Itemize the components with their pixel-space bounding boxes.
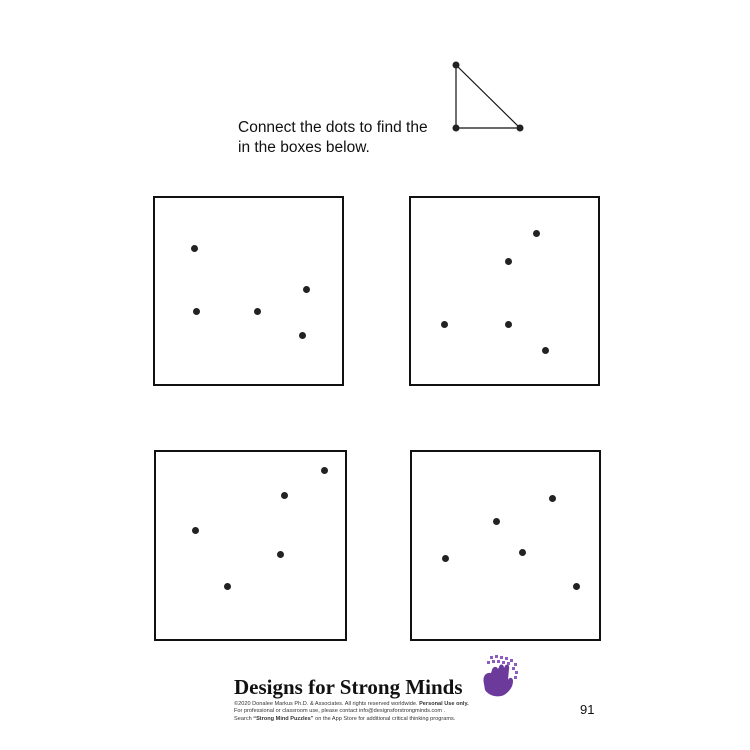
dot[interactable] <box>190 244 198 252</box>
app-name: “Strong Mind Puzzles” <box>253 715 314 722</box>
dot-box-3[interactable] <box>154 450 347 641</box>
instructions-line-1: Connect the dots to find the <box>238 119 428 136</box>
instructions: Connect the dots to find the in the boxe… <box>238 118 468 158</box>
page-number: 91 <box>580 702 595 717</box>
dot[interactable] <box>442 555 450 563</box>
copyright-text: ©2020 Donalee Markus Ph.D. & Associates.… <box>234 701 420 707</box>
dot[interactable] <box>548 495 556 503</box>
sample-dot <box>516 124 524 132</box>
copyright-line: ©2020 Donalee Markus Ph.D. & Associates.… <box>234 701 554 708</box>
sample-dot <box>452 124 460 132</box>
sample-edge <box>455 64 521 129</box>
dot[interactable] <box>504 320 512 328</box>
dot-box-2[interactable] <box>409 196 600 386</box>
dot-box-1[interactable] <box>153 196 344 386</box>
dot[interactable] <box>518 549 526 557</box>
dot[interactable] <box>492 517 500 525</box>
logo-hand-shape <box>483 664 513 697</box>
search-line: Search “Strong Mind Puzzles” on the App … <box>234 716 554 723</box>
dot[interactable] <box>441 320 449 328</box>
dot[interactable] <box>504 257 512 265</box>
dot[interactable] <box>281 491 289 499</box>
dot[interactable] <box>192 527 200 535</box>
instructions-line-2: in the boxes below. <box>238 139 370 156</box>
dot[interactable] <box>320 467 328 475</box>
footer-text: ©2020 Donalee Markus Ph.D. & Associates.… <box>234 701 554 723</box>
dot[interactable] <box>224 583 232 591</box>
dot[interactable] <box>532 229 540 237</box>
logo-pixel-grid <box>487 655 518 679</box>
dot[interactable] <box>192 307 200 315</box>
dot[interactable] <box>299 332 307 340</box>
dot[interactable] <box>254 307 262 315</box>
dot[interactable] <box>573 583 581 591</box>
brain-hand-logo-icon <box>483 655 518 697</box>
contact-line: For professional or classroom use, pleas… <box>234 708 446 715</box>
dot[interactable] <box>277 551 285 559</box>
sample-dot <box>452 61 460 69</box>
search-prefix: Search <box>234 715 254 722</box>
dot-box-4[interactable] <box>410 450 601 641</box>
dot[interactable] <box>542 347 550 355</box>
brand-name: Designs for Strong Minds <box>234 675 463 699</box>
personal-use-notice: Personal Use only. <box>419 701 469 707</box>
sample-triangle <box>452 61 524 132</box>
search-suffix: on the App Store for additional critical… <box>313 715 456 722</box>
dot[interactable] <box>302 285 310 293</box>
